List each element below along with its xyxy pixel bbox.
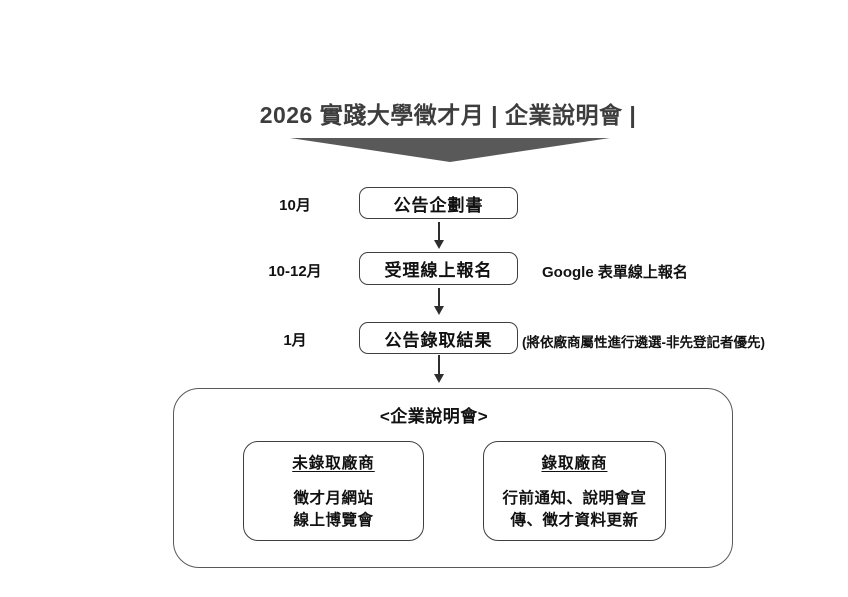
step-box-label: 受理線上報名 xyxy=(384,261,493,280)
step-box-label: 公告企劃書 xyxy=(393,195,484,215)
group-title: 錄取廠商 xyxy=(541,455,608,472)
group-title: 未錄取廠商 xyxy=(292,455,375,472)
funnel-triangle-icon xyxy=(290,138,610,162)
group-line: 傳、徵才資料更新 xyxy=(510,512,639,529)
step-note-selection-rule: (將依廠商屬性進行遴選-非先登記者優先) xyxy=(522,335,765,350)
diagram-title: 2026 實踐大學徵才月 | 企業說明會 | xyxy=(259,102,637,128)
group-line: 行前通知、說明會宣 xyxy=(502,490,647,507)
session-title: <企業說明會> xyxy=(379,407,489,426)
step-box-label: 公告錄取結果 xyxy=(384,330,493,350)
step-box-announce-results: 公告錄取結果 xyxy=(359,322,518,354)
group-line: 徵才月網站 xyxy=(293,490,374,507)
step-box-announce-plan: 公告企劃書 xyxy=(359,187,518,219)
step-box-online-registration: 受理線上報名 xyxy=(359,252,518,285)
group-content: 行前通知、說明會宣 傳、徵才資料更新 xyxy=(484,488,665,532)
down-arrow-icon xyxy=(433,222,444,249)
session-container: <企業說明會> 未錄取廠商 徵才月網站 線上博覽會 錄取廠商 行前通知、說明會宣… xyxy=(173,388,733,568)
step-period-oct-dec: 10-12月 xyxy=(268,263,322,280)
group-box-not-admitted: 未錄取廠商 徵才月網站 線上博覽會 xyxy=(243,441,424,541)
down-arrow-icon xyxy=(433,288,444,315)
group-content: 徵才月網站 線上博覽會 xyxy=(244,488,423,532)
step-note-google-form: Google 表單線上報名 xyxy=(542,264,688,281)
down-arrow-icon xyxy=(433,355,444,383)
step-period-january: 1月 xyxy=(283,332,307,349)
group-box-admitted: 錄取廠商 行前通知、說明會宣 傳、徵才資料更新 xyxy=(483,441,666,541)
step-period-october: 10月 xyxy=(279,197,311,214)
group-line: 線上博覽會 xyxy=(293,512,374,529)
